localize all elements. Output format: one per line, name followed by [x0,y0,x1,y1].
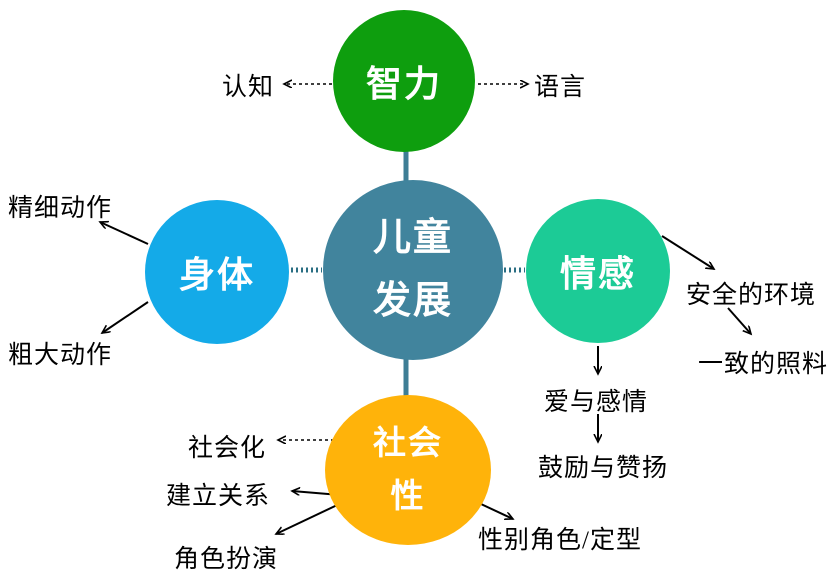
dashed-arrows [278,84,528,440]
node-emotion-label: 情感 [559,253,636,294]
node-social-label-line2: 性 [390,477,426,514]
label-role-play: 角色扮演 [174,546,279,573]
label-gross-motor: 粗大动作 [8,342,113,369]
node-intelligence: 智力 [333,10,475,152]
label-gender-role-stereotype: 性别角色/定型 [478,527,642,554]
node-body: 身体 [145,200,289,344]
label-socialization: 社会化 [188,435,267,462]
node-child-development-label-line2: 发展 [372,280,453,322]
arrow-consistent-care [727,307,751,334]
node-social-label-line1: 社会 [373,424,443,462]
label-cognition: 认知 [222,74,275,101]
node-social: 社会 性 [325,395,491,545]
arrow-gross-motor [102,301,149,333]
arrow-fine-motor [100,222,149,245]
node-body-label: 身体 [178,254,255,295]
label-safe-environment: 安全的环境 [686,282,817,309]
node-intelligence-label: 智力 [365,63,442,104]
solid-arrows [100,222,751,534]
node-child-development-label-line1: 儿童 [372,217,453,260]
label-encouragement-praise: 鼓励与赞扬 [538,455,669,482]
label-build-relationships: 建立关系 [166,483,271,510]
label-consistent-care: 一致的照料 [698,351,829,378]
node-child-development: 儿童 发展 [323,180,503,360]
label-fine-motor: 精细动作 [8,195,113,222]
arrow-safe-environment [661,235,714,269]
label-language: 语言 [534,74,587,101]
node-emotion: 情感 [526,199,670,343]
label-love-affection: 爱与感情 [544,389,649,416]
